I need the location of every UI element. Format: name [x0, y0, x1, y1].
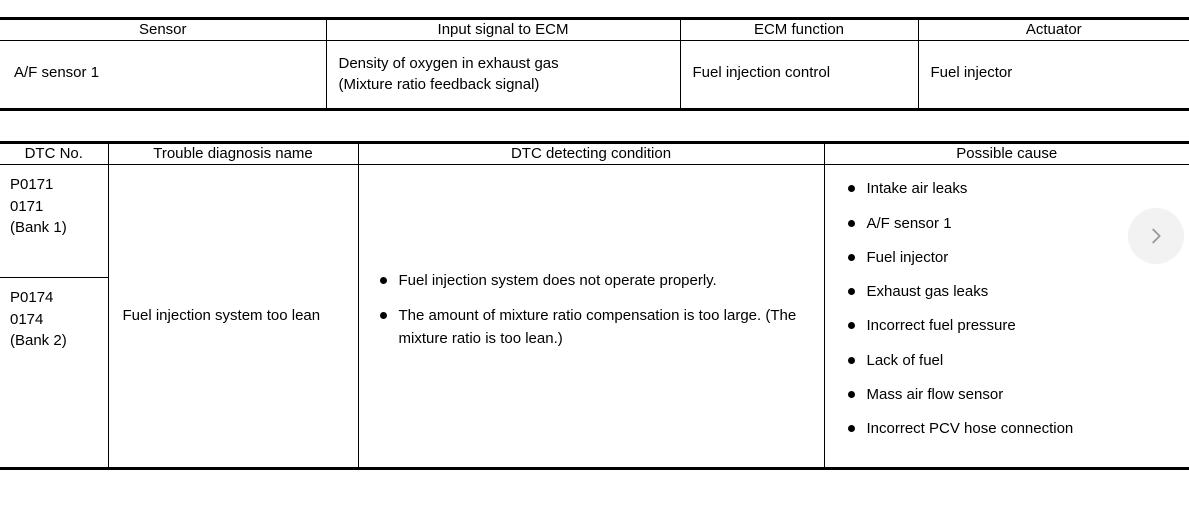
cell-dtc-number-bank2: P0174 0174 (Bank 2): [0, 277, 109, 469]
column-header-input-signal: Input signal to ECM: [326, 18, 681, 41]
dtc-bank-label: (Bank 1): [10, 218, 67, 236]
cell-actuator: Fuel injector: [930, 64, 1013, 82]
table-header-row: Sensor Input signal to ECM ECM function …: [0, 18, 1189, 41]
list-item: Lack of fuel: [847, 351, 1178, 371]
dtc-bank-label: (Bank 2): [10, 331, 67, 349]
list-item: Fuel injector: [847, 248, 1178, 268]
chevron-right-icon: [1145, 225, 1167, 247]
cell-input-signal: Density of oxygen in exhaust gas (Mixtur…: [326, 40, 681, 110]
list-item: Incorrect PCV hose connection: [847, 419, 1178, 439]
column-header-possible-cause: Possible cause: [956, 145, 1058, 162]
cell-trouble-diagnosis-name: Fuel injection system too lean: [108, 164, 359, 469]
input-signal-line-2: (Mixture ratio feedback signal): [338, 75, 540, 93]
column-header-actuator: Actuator: [1025, 21, 1082, 38]
list-item: Fuel injection system does not operate p…: [379, 270, 810, 293]
dtc-code-primary: P0171: [10, 176, 54, 194]
column-header-dtc-detecting-condition: DTC detecting condition: [358, 142, 825, 165]
sensor-overview-table: Sensor Input signal to ECM ECM function …: [0, 17, 1189, 111]
column-header-trouble-diagnosis-name: Trouble diagnosis name: [108, 142, 359, 165]
dtc-code-primary: P0174: [10, 289, 54, 307]
cell-possible-cause: Intake air leaks A/F sensor 1 Fuel injec…: [824, 165, 1189, 469]
table-row: P0171 0171 (Bank 1) Fuel injection syste…: [0, 164, 1189, 469]
list-item: A/F sensor 1: [847, 214, 1178, 234]
list-item: Mass air flow sensor: [847, 385, 1178, 405]
table-header-row: DTC No. Trouble diagnosis name DTC detec…: [0, 142, 1189, 165]
cell-dtc-detecting-condition: Fuel injection system does not operate p…: [358, 164, 825, 469]
list-item: Intake air leaks: [847, 179, 1178, 199]
cell-dtc-number-bank1: P0171 0171 (Bank 1): [0, 164, 109, 279]
table-row: A/F sensor 1 Density of oxygen in exhaus…: [0, 40, 1189, 110]
input-signal-line-1: Density of oxygen in exhaust gas: [338, 55, 559, 73]
next-page-button[interactable]: [1128, 208, 1184, 264]
column-header-dtc-no: DTC No.: [0, 142, 109, 165]
list-item: The amount of mixture ratio compensation…: [379, 305, 810, 350]
dtc-code-alt: 0171: [10, 197, 44, 215]
list-item: Incorrect fuel pressure: [847, 316, 1178, 336]
cell-sensor-name: A/F sensor 1: [0, 40, 327, 110]
dtc-diagnosis-table: DTC No. Trouble diagnosis name DTC detec…: [0, 141, 1189, 470]
column-header-ecm-function: ECM function: [680, 18, 919, 41]
detecting-condition-list: Fuel injection system does not operate p…: [379, 270, 810, 351]
cell-ecm-function: Fuel injection control: [680, 40, 919, 110]
possible-cause-list: Intake air leaks A/F sensor 1 Fuel injec…: [847, 179, 1178, 439]
dtc-code-alt: 0174: [10, 310, 44, 328]
column-header-sensor: Sensor: [0, 18, 327, 41]
list-item: Exhaust gas leaks: [847, 282, 1178, 302]
